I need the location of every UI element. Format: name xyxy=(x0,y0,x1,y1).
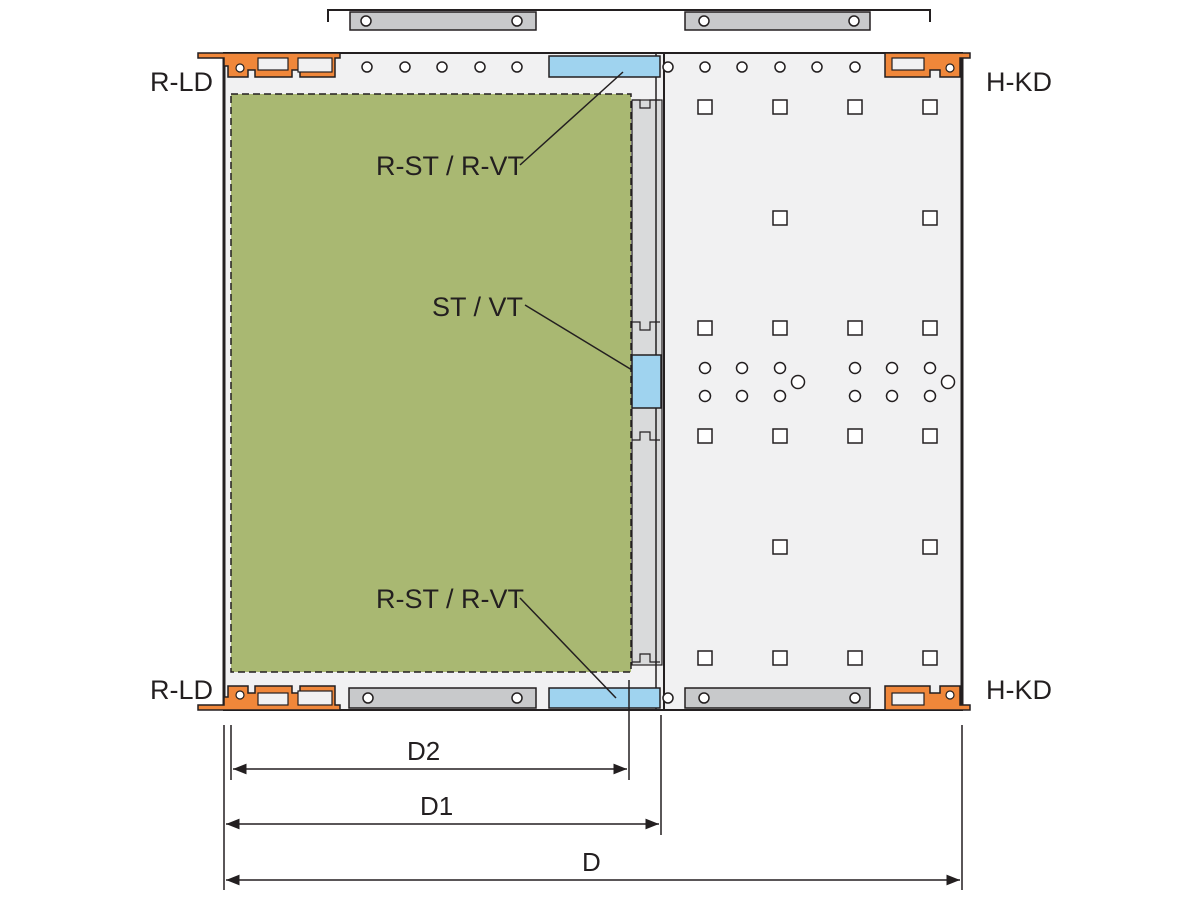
profile-bottom-right xyxy=(884,685,971,711)
callout-line-middle xyxy=(524,304,633,371)
label-callout-top: R-ST / R-VT xyxy=(376,151,524,181)
label-r-ld-top: R-LD xyxy=(150,67,213,97)
dimension-lines xyxy=(223,680,963,890)
top-holes-front xyxy=(361,61,523,73)
label-callout-middle: ST / VT xyxy=(432,292,523,322)
callout-line-top xyxy=(519,71,624,166)
rear-section xyxy=(663,52,963,711)
pcb-board xyxy=(230,93,632,673)
guide-rail-middle-highlight xyxy=(631,354,662,409)
label-callout-bottom: R-ST / R-VT xyxy=(376,584,524,614)
profile-top-right xyxy=(884,52,971,78)
guide-rail-top-highlight xyxy=(548,55,661,78)
profile-bottom-left xyxy=(197,685,341,711)
top-bracket xyxy=(327,9,931,31)
rear-round-holes xyxy=(698,361,956,403)
profile-top-left xyxy=(197,52,341,78)
bottom-rails xyxy=(348,687,871,709)
dimension-d1-label: D1 xyxy=(420,791,453,821)
rear-square-holes xyxy=(697,99,938,666)
callout-line-bottom xyxy=(519,597,617,699)
dimension-d-label: D xyxy=(582,847,601,877)
label-r-ld-bottom: R-LD xyxy=(150,675,213,705)
guide-rail-bottom-highlight xyxy=(548,687,661,709)
dimension-d2-label: D2 xyxy=(407,736,440,766)
label-h-kd-top: H-KD xyxy=(986,67,1052,97)
label-h-kd-bottom: H-KD xyxy=(986,675,1052,705)
top-rail-right xyxy=(684,11,871,31)
top-holes-rear xyxy=(662,61,861,73)
top-rail-left xyxy=(349,11,537,31)
